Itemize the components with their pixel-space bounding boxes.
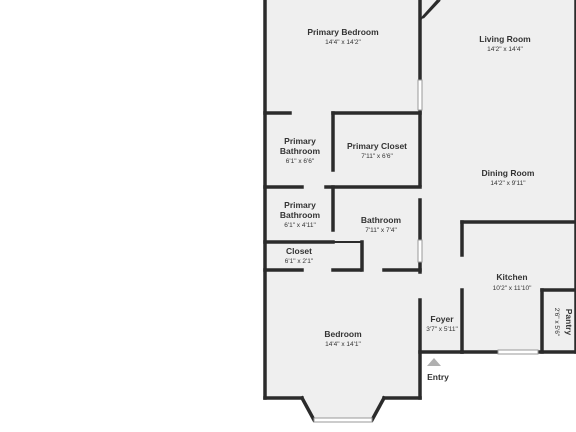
kitchen-label: Kitchen (496, 272, 527, 282)
walls (263, 0, 576, 423)
bathroom-label: Bathroom (361, 215, 402, 225)
stair-detail (419, 0, 441, 21)
primary-bedroom-label: Primary Bedroom (307, 27, 379, 37)
windows (313, 79, 539, 423)
primary-bathroom-2-dims: 6'1" x 4'11" (284, 222, 316, 229)
primary-closet-dims: 7'11" x 6'6" (361, 153, 393, 160)
bathroom-dims: 7'11" x 7'4" (365, 227, 397, 234)
kitchen-dims: 10'2" x 11'10" (493, 285, 532, 292)
primary-bathroom-1-dims: 6'1" x 6'6" (286, 158, 315, 165)
closet-dims: 6'1" x 2'1" (285, 258, 314, 265)
primary-closet-label: Primary Closet (347, 141, 407, 151)
primary-bathroom-1-label-line1: Primary (284, 136, 316, 146)
closet-label: Closet (286, 246, 312, 256)
dining-room-label: Dining Room (482, 168, 535, 178)
floor-fills (265, 0, 576, 420)
primary-bathroom-1-label-line2: Bathroom (280, 146, 321, 156)
entry-label: Entry (427, 372, 449, 382)
primary-bathroom-2-label-line2: Bathroom (280, 210, 321, 220)
bedroom-label: Bedroom (324, 329, 362, 339)
primary-bedroom-dims: 14'4" x 14'2" (325, 39, 361, 46)
living-room-label: Living Room (479, 34, 531, 44)
living-room-dims: 14'2" x 14'4" (487, 46, 523, 53)
pantry-dims: 2'6" x 5'6" (553, 308, 560, 337)
foyer-label: Foyer (430, 314, 454, 324)
foyer-dims: 3'7" x 5'11" (426, 326, 458, 333)
bedroom-dims: 14'4" x 14'1" (325, 341, 361, 348)
entry-arrow-icon (427, 358, 441, 366)
dining-room-dims: 14'2" x 9'11" (490, 180, 526, 187)
primary-bathroom-2-label-line1: Primary (284, 200, 316, 210)
pantry-label: Pantry (564, 309, 574, 336)
